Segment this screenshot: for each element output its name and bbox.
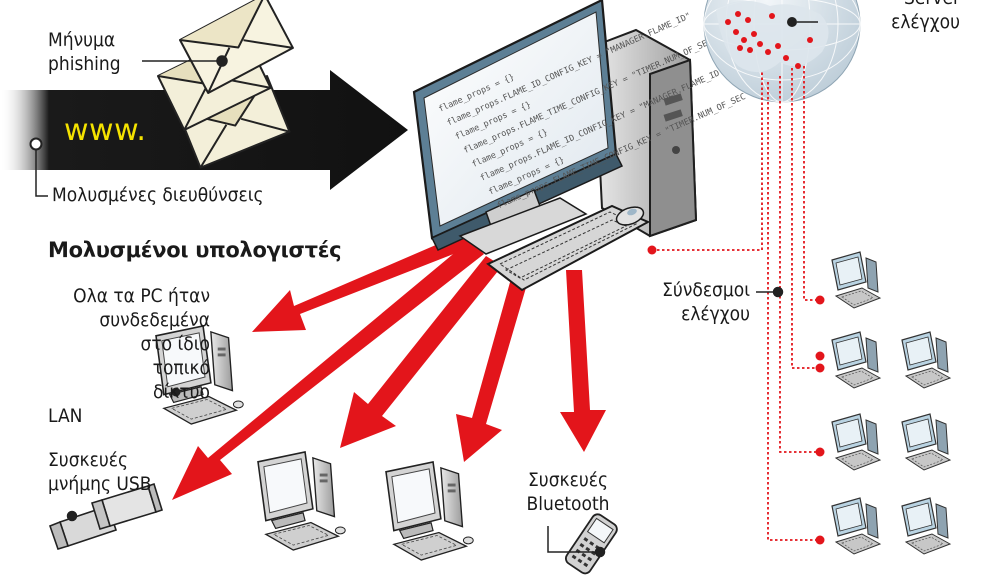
lan-note-last-line: LAN [48, 405, 83, 427]
bluetooth-leader-line [547, 526, 606, 558]
network-pc-icon [831, 497, 881, 555]
control-links-line: ελέγχου [681, 303, 750, 325]
bluetooth-label-line: Bluetooth [526, 493, 610, 515]
phishing-message-label: Μήνυμα phishing [48, 28, 140, 76]
control-server-globe-icon [703, 0, 861, 103]
lan-note-line: δίκτυο [153, 381, 210, 403]
usb-memory-icon [48, 482, 163, 550]
control-link-lines [652, 66, 818, 541]
bluetooth-phone-icon [564, 513, 618, 575]
usb-leader-line [66, 510, 78, 522]
lan-note-line: στο ίδιο [140, 333, 210, 355]
control-links-line: Σύνδεσμοι [662, 279, 750, 301]
www-label: www. [64, 113, 147, 148]
infected-url-leader-line [29, 137, 48, 197]
infected-main-computer [412, 0, 698, 292]
infected-pc-icon [257, 451, 347, 551]
network-pc-icon [901, 331, 951, 389]
lan-note-line: συνδεδεμένα [99, 309, 210, 331]
network-pc-icon [901, 497, 951, 555]
phishing-leader-line [142, 55, 228, 67]
usb-label: Συσκευές μνήμης USB [48, 448, 152, 496]
bluetooth-label-line: Συσκευές [528, 469, 608, 491]
control-server-line: Server [860, 0, 960, 10]
infected-urls-label: Μολυσμένες διευθύνσεις [52, 184, 264, 206]
control-link-endpoints [647, 245, 825, 545]
infected-pcs-heading: Μολυσμένοι υπολογιστές [48, 238, 342, 262]
usb-label-line: Συσκευές [48, 449, 128, 471]
lan-note-line: Ολα τα PC ήταν [73, 285, 210, 307]
infected-pc-icon [385, 461, 475, 561]
lan-pc-leader [171, 387, 181, 397]
network-pc-icon [831, 413, 881, 471]
network-pc-icon [901, 413, 951, 471]
network-pc-icon [831, 331, 881, 389]
control-server-label: Server ελέγχου [860, 0, 960, 34]
control-server-line: ελέγχου [891, 11, 960, 33]
usb-label-line: μνήμης USB [48, 473, 152, 495]
control-links-leader [756, 286, 784, 298]
phishing-envelope-icon [157, 0, 294, 169]
network-pc-icon [831, 251, 881, 309]
lan-note-label: Ολα τα PC ήταν συνδεδεμένα στο ίδιο τοπι… [40, 284, 210, 404]
control-links-label: Σύνδεσμοι ελέγχου [630, 278, 750, 326]
lan-note-line: τοπικό [152, 357, 210, 379]
infection-spread-arrows [172, 232, 606, 500]
bluetooth-label: Συσκευές Bluetooth [512, 468, 624, 516]
phishing-message-text: Μήνυμα phishing [48, 29, 121, 75]
